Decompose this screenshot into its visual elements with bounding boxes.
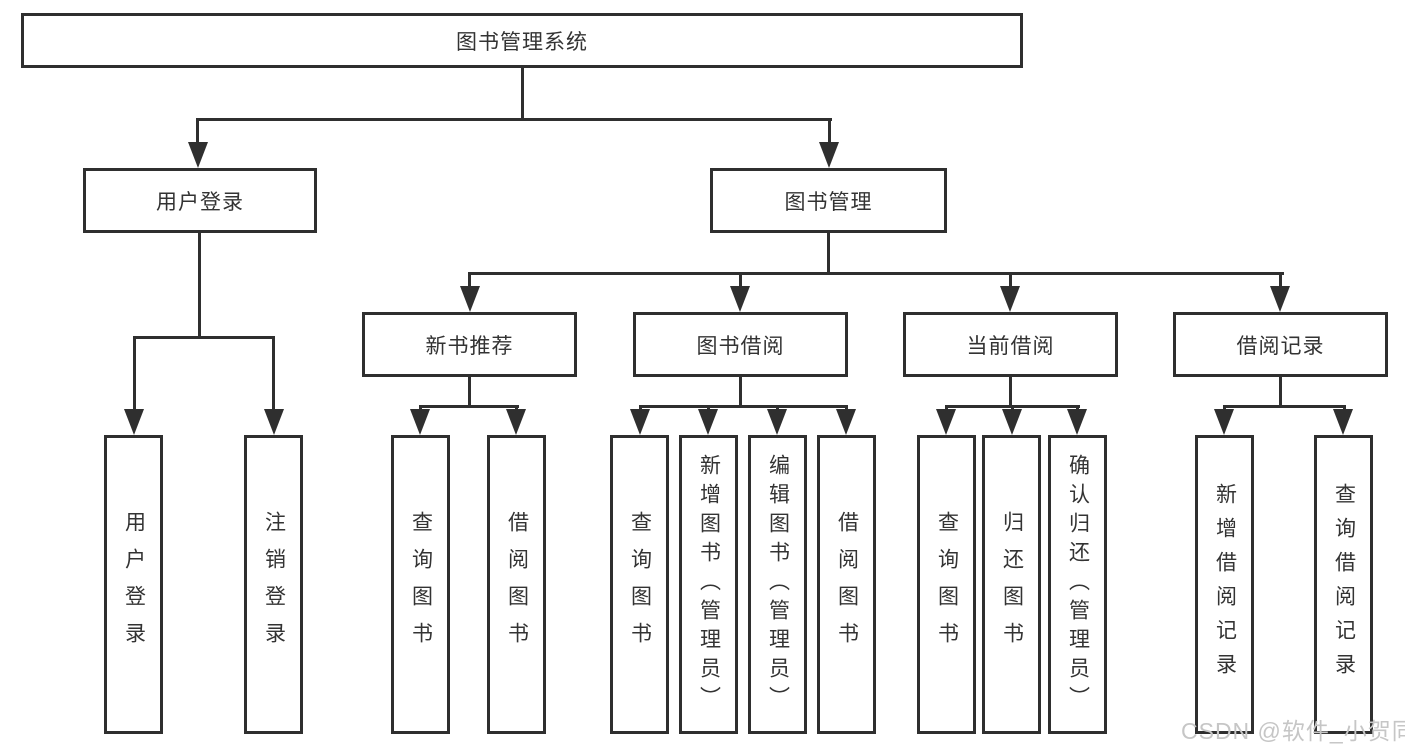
connector-line xyxy=(196,118,832,121)
connector-line xyxy=(196,118,199,146)
connector-line xyxy=(1009,377,1012,407)
node-book-management: 图书管理 xyxy=(710,168,947,233)
leaf-label: 新增借阅记录 xyxy=(1213,482,1237,687)
leaf-borrow-books: 借阅图书 xyxy=(817,435,876,734)
leaf-query-borrow-record: 查询借阅记录 xyxy=(1314,435,1373,734)
leaf-add-books-admin: 新增图书（管理员） xyxy=(679,435,738,734)
arrow-head-icon xyxy=(1270,286,1290,312)
connector-line xyxy=(272,336,275,414)
arrow-head-icon xyxy=(819,142,839,168)
connector-line xyxy=(1279,377,1282,407)
connector-line xyxy=(639,405,848,408)
connector-line xyxy=(1279,272,1282,291)
leaf-label: 归还图书 xyxy=(1000,510,1024,659)
connector-line xyxy=(828,118,831,146)
node-current-borrow: 当前借阅 xyxy=(903,312,1118,377)
connector-line xyxy=(198,233,201,339)
connector-line xyxy=(1223,405,1346,408)
leaf-query-books-current: 查询图书 xyxy=(917,435,976,734)
connector-line xyxy=(468,377,471,407)
leaf-edit-books-admin: 编辑图书（管理员） xyxy=(748,435,807,734)
leaf-query-books-recommend: 查询图书 xyxy=(391,435,450,734)
connector-line xyxy=(739,377,742,407)
leaf-label: 查询图书 xyxy=(628,510,652,659)
leaf-label: 确认归还（管理员） xyxy=(1066,454,1090,715)
connector-line xyxy=(1009,272,1012,291)
leaf-label: 注销登录 xyxy=(262,510,286,659)
leaf-label: 借阅图书 xyxy=(835,510,859,659)
leaf-label: 查询图书 xyxy=(935,510,959,659)
arrow-head-icon xyxy=(836,409,856,435)
node-book-borrow: 图书借阅 xyxy=(633,312,848,377)
arrow-head-icon xyxy=(767,409,787,435)
arrow-head-icon xyxy=(698,409,718,435)
leaf-add-borrow-record: 新增借阅记录 xyxy=(1195,435,1254,734)
connector-line xyxy=(521,68,524,120)
arrow-head-icon xyxy=(1214,409,1234,435)
leaf-label: 查询图书 xyxy=(409,510,433,659)
leaf-label: 查询借阅记录 xyxy=(1332,482,1356,687)
connector-line xyxy=(133,336,275,339)
connector-line xyxy=(827,233,830,275)
node-user-login: 用户登录 xyxy=(83,168,317,233)
leaf-query-books-borrow: 查询图书 xyxy=(610,435,669,734)
arrow-head-icon xyxy=(410,409,430,435)
connector-line xyxy=(468,272,471,291)
arrow-head-icon xyxy=(630,409,650,435)
leaf-user-login: 用户登录 xyxy=(104,435,163,734)
leaf-borrow-books-recommend: 借阅图书 xyxy=(487,435,546,734)
leaf-label: 新增图书（管理员） xyxy=(697,454,721,715)
arrow-head-icon xyxy=(1000,286,1020,312)
arrow-head-icon xyxy=(506,409,526,435)
arrow-head-icon xyxy=(124,409,144,435)
leaf-logout-login: 注销登录 xyxy=(244,435,303,734)
arrow-head-icon xyxy=(1333,409,1353,435)
arrow-head-icon xyxy=(730,286,750,312)
connector-line xyxy=(133,336,136,414)
arrow-head-icon xyxy=(264,409,284,435)
csdn-watermark: CSDN @软件_小贺同学 xyxy=(1181,718,1405,744)
node-new-book-recommend: 新书推荐 xyxy=(362,312,577,377)
leaf-return-books: 归还图书 xyxy=(982,435,1041,734)
node-library-management-system: 图书管理系统 xyxy=(21,13,1023,68)
connector-line xyxy=(468,272,1284,275)
leaf-label: 借阅图书 xyxy=(505,510,529,659)
node-borrow-records: 借阅记录 xyxy=(1173,312,1388,377)
leaf-confirm-return-admin: 确认归还（管理员） xyxy=(1048,435,1107,734)
connector-line xyxy=(419,405,519,408)
leaf-label: 编辑图书（管理员） xyxy=(766,454,790,715)
arrow-head-icon xyxy=(936,409,956,435)
arrow-head-icon xyxy=(460,286,480,312)
arrow-head-icon xyxy=(1002,409,1022,435)
connector-line xyxy=(739,272,742,291)
leaf-label: 用户登录 xyxy=(122,510,146,659)
arrow-head-icon xyxy=(1067,409,1087,435)
arrow-head-icon xyxy=(188,142,208,168)
